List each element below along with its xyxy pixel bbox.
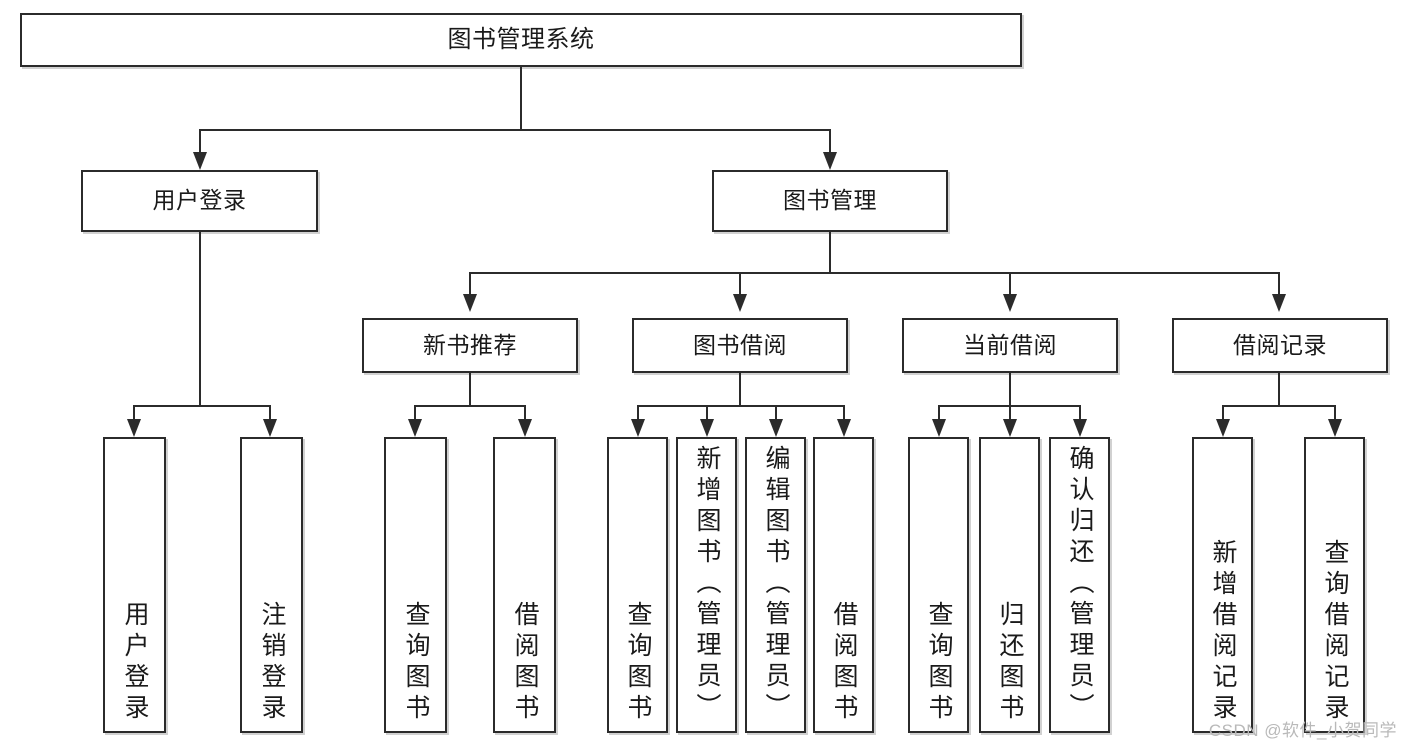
connector-userlogin-to-leaf2: [269, 405, 271, 421]
node-label: 查询图书: [624, 601, 652, 725]
connector-root-bus: [199, 129, 831, 131]
node-label: 图书管理: [783, 187, 877, 214]
leaf-user-login[interactable]: 用户登录: [103, 437, 166, 733]
connector-newbooks-stem: [469, 373, 471, 406]
connector-records-to-leaf2: [1334, 405, 1336, 421]
node-label: 图书管理系统: [447, 25, 595, 53]
leaf-borrow-query-book[interactable]: 查询图书: [607, 437, 668, 733]
node-label: 借阅图书: [830, 601, 858, 725]
connector-root-stem: [520, 67, 522, 130]
connector-userlogin-stem: [199, 232, 201, 406]
arrowhead-current-to-leaf3: [1073, 419, 1087, 437]
arrowhead-bookmgmt-to-borrow: [733, 294, 747, 312]
node-label: 当前借阅: [963, 331, 1057, 358]
connector-current-to-leaf1: [938, 405, 940, 421]
node-book-borrow[interactable]: 图书借阅: [632, 318, 848, 373]
arrowhead-borrow-to-leaf1: [631, 419, 645, 437]
node-label: 归还图书: [996, 601, 1024, 725]
connector-newbooks-to-leaf1: [414, 405, 416, 421]
connector-bookmgmt-bus: [469, 272, 1280, 274]
arrowhead-borrow-to-leaf2: [700, 419, 714, 437]
leaf-records-query-record[interactable]: 查询借阅记录: [1304, 437, 1365, 733]
connector-current-to-leaf3: [1079, 405, 1081, 421]
connector-bookmgmt-to-records: [1278, 272, 1280, 296]
connector-current-to-leaf2: [1009, 405, 1011, 421]
node-label: 查询借阅记录: [1321, 539, 1349, 725]
node-label: 新增图书（管理员）: [693, 445, 721, 724]
leaf-current-return-book[interactable]: 归还图书: [979, 437, 1040, 733]
arrowhead-newbooks-to-leaf2: [518, 419, 532, 437]
connector-borrow-to-leaf4: [843, 405, 845, 421]
connector-borrow-stem: [739, 373, 741, 406]
arrowhead-records-to-leaf2: [1328, 419, 1342, 437]
node-root-system[interactable]: 图书管理系统: [20, 13, 1022, 67]
node-label: 注销登录: [258, 601, 286, 725]
connector-newbooks-bus: [414, 405, 526, 407]
leaf-newbooks-query-book[interactable]: 查询图书: [384, 437, 447, 733]
arrowhead-borrow-to-leaf4: [837, 419, 851, 437]
connector-bookmgmt-to-borrow: [739, 272, 741, 296]
node-label: 新增借阅记录: [1209, 539, 1237, 725]
node-user-login[interactable]: 用户登录: [81, 170, 318, 232]
connector-root-to-userlogin: [199, 129, 201, 155]
arrowhead-bookmgmt-to-records: [1272, 294, 1286, 312]
arrowhead-bookmgmt-to-newbooks: [463, 294, 477, 312]
connector-userlogin-to-leaf1: [133, 405, 135, 421]
connector-root-to-bookmgmt: [829, 129, 831, 155]
leaf-borrow-edit-book-admin[interactable]: 编辑图书（管理员）: [745, 437, 806, 733]
node-label: 借阅记录: [1233, 331, 1327, 358]
node-label: 用户登录: [121, 601, 149, 725]
arrowhead-userlogin-to-leaf1: [127, 419, 141, 437]
node-label: 图书借阅: [693, 331, 787, 358]
connector-borrow-bus: [637, 405, 845, 407]
connector-newbooks-to-leaf2: [524, 405, 526, 421]
arrowhead-newbooks-to-leaf1: [408, 419, 422, 437]
node-borrow-records[interactable]: 借阅记录: [1172, 318, 1388, 373]
leaf-borrow-add-book-admin[interactable]: 新增图书（管理员）: [676, 437, 737, 733]
arrowhead-bookmgmt-to-current: [1003, 294, 1017, 312]
connector-current-stem: [1009, 373, 1011, 406]
leaf-logout[interactable]: 注销登录: [240, 437, 303, 733]
connector-bookmgmt-to-newbooks: [469, 272, 471, 296]
node-label: 新书推荐: [423, 331, 517, 358]
connector-records-to-leaf1: [1222, 405, 1224, 421]
connector-borrow-to-leaf3: [775, 405, 777, 421]
connector-borrow-to-leaf2: [706, 405, 708, 421]
arrowhead-current-to-leaf2: [1003, 419, 1017, 437]
node-label: 查询图书: [402, 601, 430, 725]
connector-records-bus: [1222, 405, 1336, 407]
arrowhead-root-to-userlogin: [193, 152, 207, 170]
connector-userlogin-bus: [133, 405, 269, 407]
node-label: 查询图书: [925, 601, 953, 725]
leaf-borrow-borrow-book[interactable]: 借阅图书: [813, 437, 874, 733]
node-label: 用户登录: [152, 187, 247, 214]
arrowhead-records-to-leaf1: [1216, 419, 1230, 437]
leaf-current-confirm-return-admin[interactable]: 确认归还（管理员）: [1049, 437, 1110, 733]
connector-borrow-to-leaf1: [637, 405, 639, 421]
node-label: 借阅图书: [511, 601, 539, 725]
connector-bookmgmt-stem: [829, 232, 831, 273]
node-label: 编辑图书（管理员）: [762, 445, 790, 724]
node-label: 确认归还（管理员）: [1066, 445, 1094, 724]
connector-records-stem: [1278, 373, 1280, 406]
arrowhead-borrow-to-leaf3: [769, 419, 783, 437]
arrowhead-root-to-bookmgmt: [823, 152, 837, 170]
arrowhead-current-to-leaf1: [932, 419, 946, 437]
node-book-management[interactable]: 图书管理: [712, 170, 948, 232]
connector-bookmgmt-to-current: [1009, 272, 1011, 296]
leaf-current-query-book[interactable]: 查询图书: [908, 437, 969, 733]
leaf-newbooks-borrow-book[interactable]: 借阅图书: [493, 437, 556, 733]
node-new-book-recommend[interactable]: 新书推荐: [362, 318, 578, 373]
arrowhead-userlogin-to-leaf2: [263, 419, 277, 437]
node-current-borrow[interactable]: 当前借阅: [902, 318, 1118, 373]
leaf-records-add-record[interactable]: 新增借阅记录: [1192, 437, 1253, 733]
